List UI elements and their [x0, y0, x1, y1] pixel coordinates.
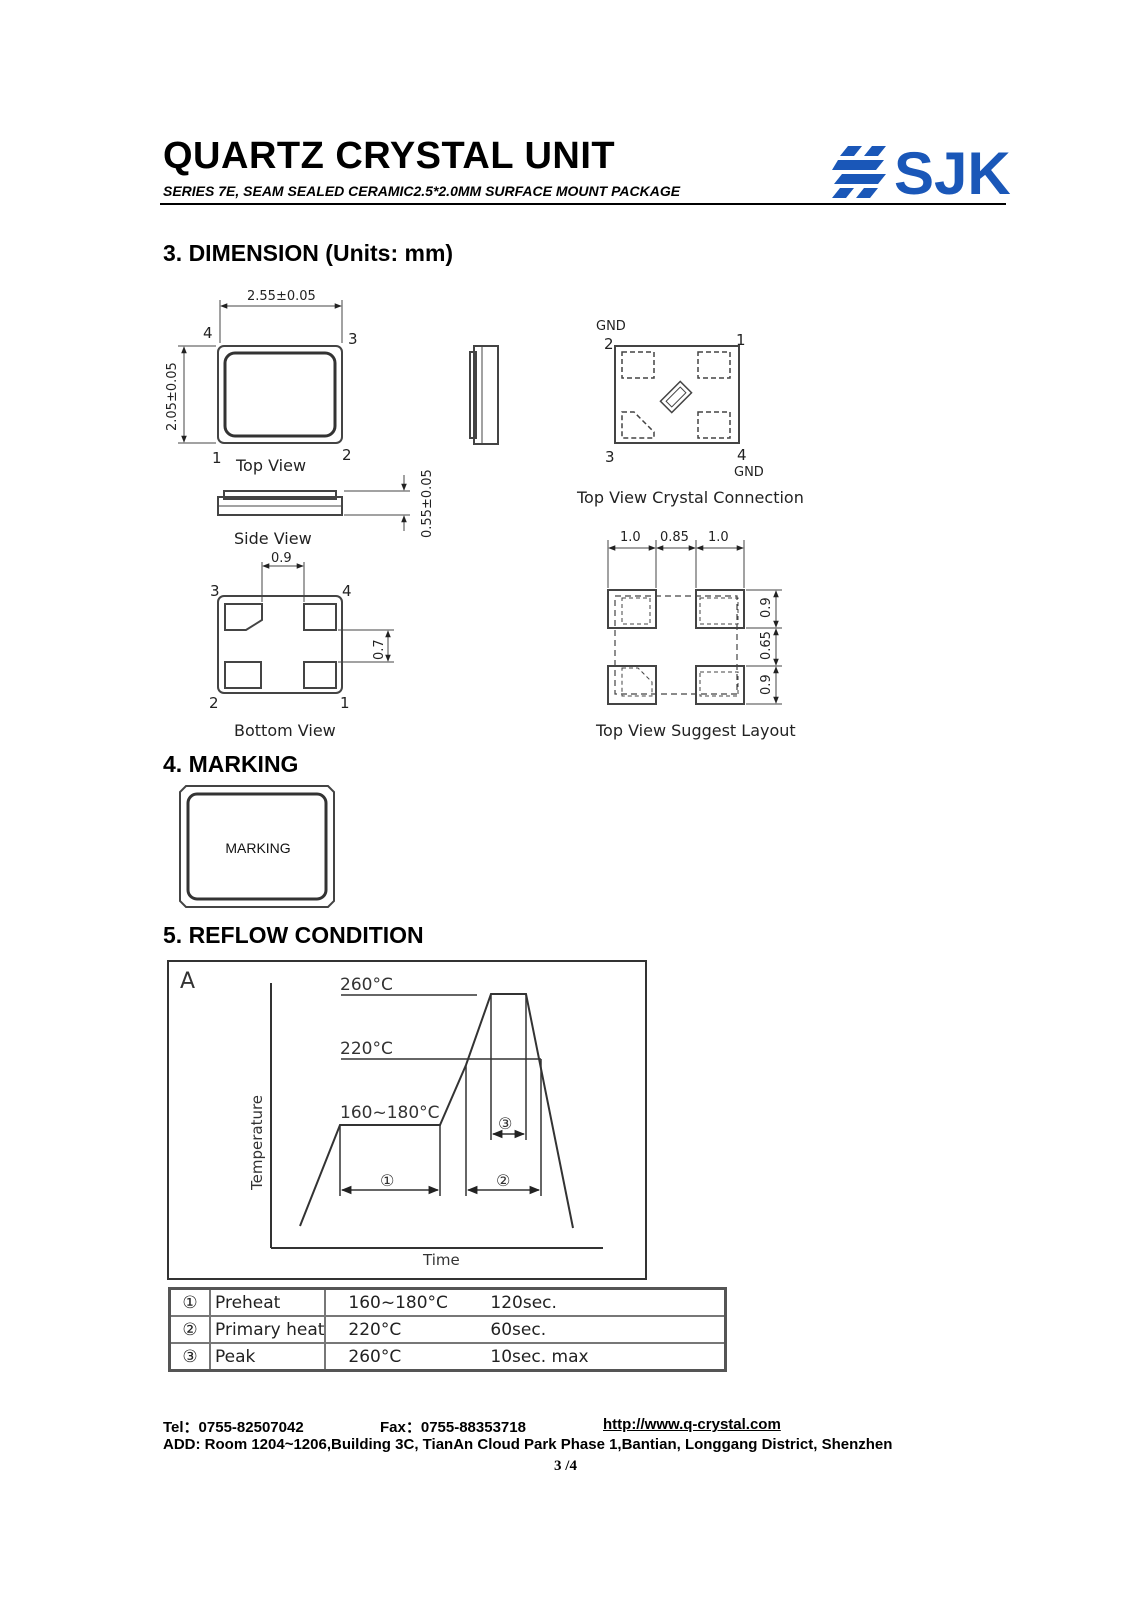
table-cell: Preheat	[210, 1287, 327, 1316]
layout-height-3: 0.9	[759, 674, 774, 695]
layout-width-3: 1.0	[708, 530, 729, 545]
footer-fax: Fax：0755-88353718	[380, 1419, 526, 1436]
top-view-pin-3: 3	[348, 330, 358, 348]
crystal-pin-4: 4	[737, 446, 747, 464]
table-cell: ③	[169, 1342, 211, 1371]
header-rule	[160, 203, 1006, 205]
side-view-thickness-label: 0.55±0.05	[420, 469, 435, 538]
layout-width-1: 1.0	[620, 530, 641, 545]
table-row: ① Preheat 160~180°C 120sec.	[169, 1287, 726, 1316]
layout-height-2: 0.65	[759, 631, 774, 660]
footer-address: ADD: Room 1204~1206,Building 3C, TianAn …	[163, 1436, 893, 1453]
table-cell: 60sec.	[486, 1315, 726, 1343]
table-row: ③ Peak 260°C 10sec. max	[169, 1342, 726, 1371]
document-title: QUARTZ CRYSTAL UNIT	[163, 135, 616, 177]
top-view-pin-1: 1	[212, 449, 222, 467]
crystal-pin-2: 2	[604, 335, 614, 353]
reflow-temp-peak: 260°C	[340, 975, 393, 995]
dimension-heading: 3. DIMENSION (Units: mm)	[163, 240, 454, 266]
reflow-xlabel: Time	[422, 1251, 460, 1269]
reflow-marker-3: ③	[498, 1114, 512, 1133]
footer-website-link[interactable]: http://www.q-crystal.com	[603, 1416, 781, 1433]
top-view-pin-2: 2	[342, 446, 352, 464]
bottom-view-pin-3: 3	[210, 582, 220, 600]
bottom-view-pin-4: 4	[342, 582, 352, 600]
reflow-marker-2: ②	[496, 1171, 510, 1190]
logo-text: SJK	[894, 146, 1011, 198]
bottom-view-pad-height-label: 0.7	[372, 639, 387, 660]
bottom-view-pin-2: 2	[209, 694, 219, 712]
table-cell: 160~180°C	[325, 1287, 487, 1316]
table-cell: Peak	[210, 1342, 327, 1371]
suggest-layout-drawing	[607, 540, 782, 705]
crystal-gnd-top: GND	[596, 319, 626, 334]
layout-width-2: 0.85	[660, 530, 689, 545]
top-view-height-label: 2.05±0.05	[165, 362, 180, 431]
reflow-graph	[167, 960, 647, 1280]
table-cell: 120sec.	[486, 1287, 726, 1316]
crystal-pin-3: 3	[605, 448, 615, 466]
reflow-graph-label: A	[180, 969, 195, 994]
crystal-connection-label: Top View Crystal Connection	[576, 488, 804, 507]
marking-heading: 4. MARKING	[163, 751, 299, 777]
page-number: 3 /4	[554, 1458, 577, 1474]
table-cell: 10sec. max	[486, 1342, 726, 1371]
document-subtitle: SERIES 7E, SEAM SEALED CERAMIC2.5*2.0MM …	[163, 183, 681, 199]
crystal-pin-1: 1	[736, 331, 746, 349]
logo-mark-icon	[832, 146, 886, 198]
marking-text: MARKING	[225, 840, 290, 856]
reflow-ylabel: Temperature	[248, 1095, 266, 1191]
side-view-label: Side View	[234, 529, 312, 548]
bottom-view-pin-1: 1	[340, 694, 350, 712]
marking-drawing	[179, 785, 335, 908]
top-view-pin-4: 4	[203, 324, 213, 342]
reflow-temp-preheat: 160~180°C	[340, 1103, 440, 1123]
bottom-view-drawing	[217, 562, 394, 694]
table-row: ② Primary heat 220°C 60sec.	[169, 1315, 726, 1343]
reflow-heading: 5. REFLOW CONDITION	[163, 922, 424, 948]
footer-tel: Tel：0755-82507042	[163, 1419, 304, 1436]
crystal-connection-drawing	[614, 345, 740, 444]
reflow-table: ① Preheat 160~180°C 120sec. ② Primary he…	[168, 1287, 727, 1372]
reflow-temp-primary: 220°C	[340, 1039, 393, 1059]
reflow-marker-1: ①	[380, 1171, 394, 1190]
crystal-gnd-bottom: GND	[734, 465, 764, 480]
table-cell: ②	[169, 1315, 211, 1343]
table-cell: ①	[169, 1287, 211, 1316]
table-cell: 220°C	[325, 1315, 487, 1343]
top-view-width-label: 2.55±0.05	[247, 289, 316, 304]
bottom-view-gap-label: 0.9	[271, 551, 292, 566]
suggest-layout-label: Top View Suggest Layout	[595, 721, 796, 740]
sjk-logo: SJK	[832, 146, 1011, 198]
bottom-view-label: Bottom View	[234, 721, 336, 740]
layout-height-1: 0.9	[759, 597, 774, 618]
top-view-label: Top View	[235, 456, 306, 475]
top-view-drawing	[178, 300, 343, 444]
side-profile-drawing	[469, 345, 499, 445]
table-cell: Primary heat	[210, 1315, 327, 1343]
side-view-drawing	[217, 475, 410, 531]
table-cell: 260°C	[325, 1342, 487, 1371]
